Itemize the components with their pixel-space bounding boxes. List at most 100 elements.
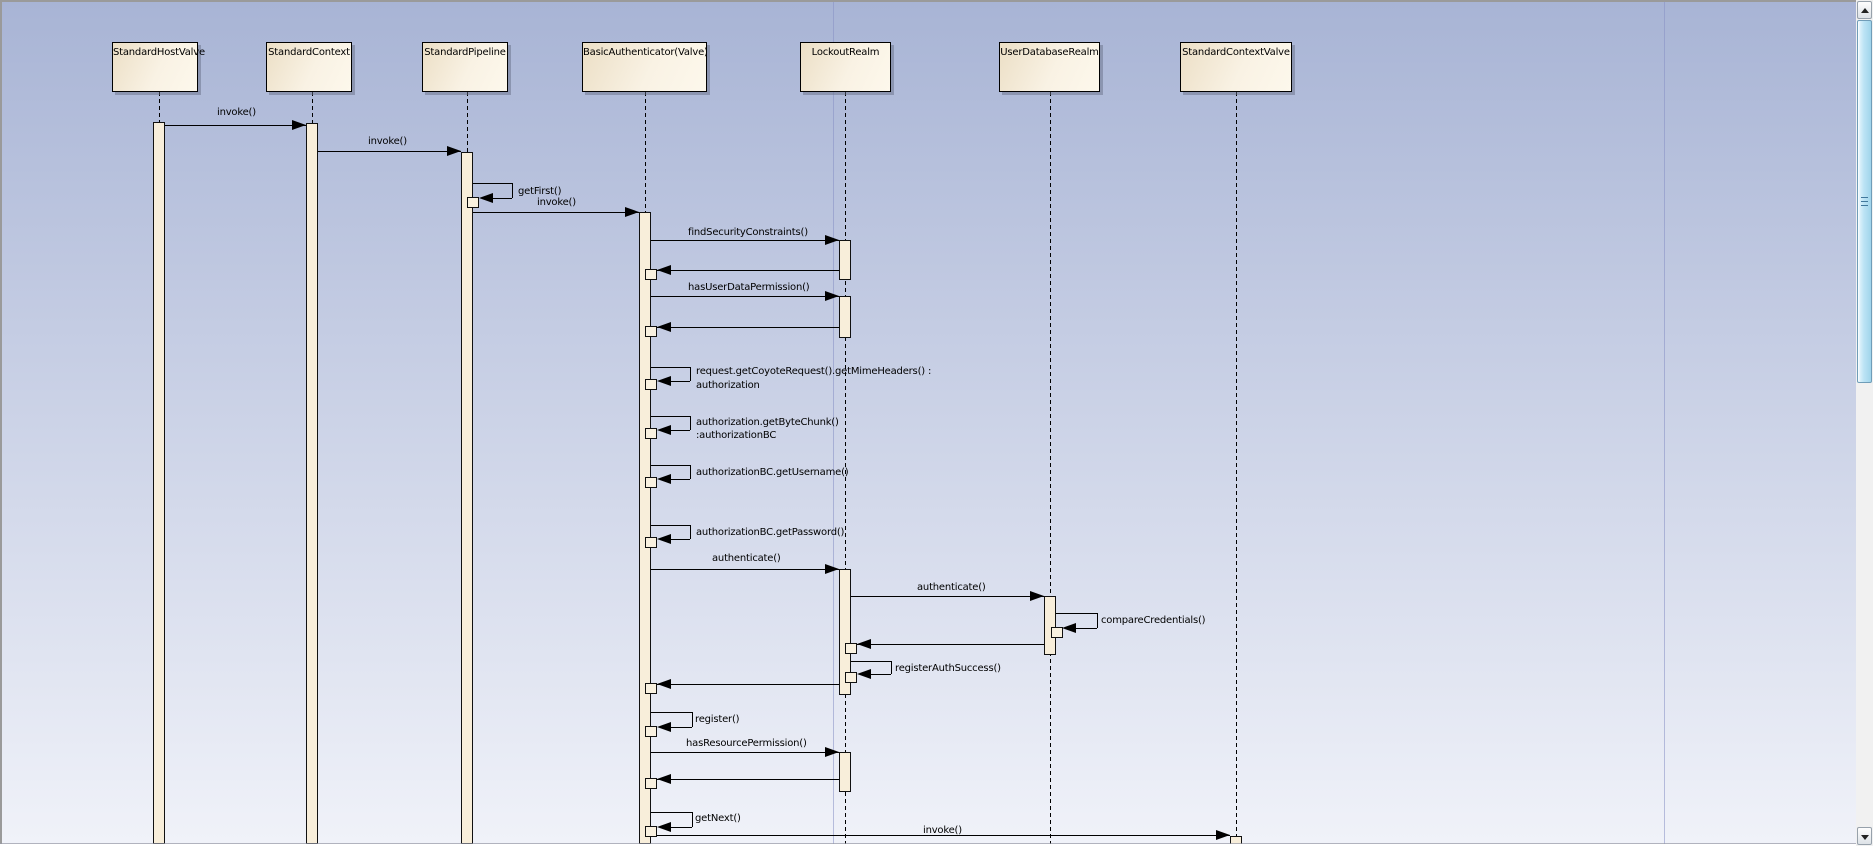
selfcall-top[interactable] — [651, 465, 690, 466]
message-line-invoke-2[interactable] — [318, 151, 461, 152]
thumb-grip — [1861, 197, 1868, 198]
return-line[interactable] — [857, 644, 1044, 645]
message-line-hasuserdatapermission[interactable] — [651, 296, 839, 297]
lifeline-userdatabaserealm[interactable] — [1050, 92, 1051, 844]
arrowhead — [857, 639, 871, 649]
arrowhead — [657, 534, 671, 544]
message-label[interactable]: invoke() — [368, 136, 407, 147]
nested-activation[interactable] — [645, 683, 657, 694]
message-label-line2[interactable]: :authorizationBC — [696, 430, 777, 441]
nested-activation[interactable] — [1051, 627, 1063, 638]
arrowhead — [657, 722, 671, 732]
message-line-invoke-3[interactable] — [473, 212, 639, 213]
classifier-box-standardcontext[interactable]: StandardContext — [266, 42, 352, 92]
message-label[interactable]: authenticate() — [917, 582, 986, 593]
canvas-top-border — [0, 0, 1873, 2]
message-label[interactable]: hasUserDataPermission() — [688, 282, 810, 293]
message-label[interactable]: authorizationBC.getUsername() — [696, 467, 849, 478]
selfcall-bottom — [1074, 628, 1097, 629]
arrowhead — [857, 669, 871, 679]
arrowhead — [825, 747, 839, 757]
selfcall-top[interactable] — [651, 712, 692, 713]
selfcall-getfirst-side — [512, 183, 513, 198]
return-line[interactable] — [657, 327, 839, 328]
message-label[interactable]: authorization.getByteChunk() — [696, 417, 839, 428]
scroll-up-button[interactable] — [1857, 1, 1872, 19]
message-line-authenticate-2[interactable] — [851, 596, 1044, 597]
return-line[interactable] — [657, 779, 839, 780]
nested-activation[interactable] — [645, 428, 657, 439]
selfcall-top[interactable] — [651, 367, 690, 368]
scroll-up-icon — [1861, 8, 1869, 13]
message-label[interactable]: getFirst() — [518, 186, 562, 197]
message-label[interactable]: getNext() — [695, 813, 741, 824]
nested-activation[interactable] — [645, 778, 657, 789]
activation-lockoutrealm-4[interactable] — [839, 752, 851, 792]
lifeline-standardcontextvalve[interactable] — [1236, 92, 1237, 844]
classifier-box-basicauthenticator[interactable]: BasicAuthenticator(Valve) — [582, 42, 708, 92]
classifier-box-standardpipeline[interactable]: StandardPipeline — [422, 42, 508, 92]
message-line-hasresourcepermission[interactable] — [651, 752, 839, 753]
activation-standardhostvalve[interactable] — [153, 122, 165, 844]
classifier-box-lockoutrealm[interactable]: LockoutRealm — [800, 42, 891, 92]
selfcall-side — [692, 712, 693, 727]
activation-lockoutrealm-3[interactable] — [839, 569, 851, 695]
message-label[interactable]: invoke() — [923, 825, 962, 836]
message-line-findsecurityconstraints[interactable] — [651, 240, 839, 241]
scrollbar-thumb[interactable] — [1857, 20, 1872, 383]
message-line-invoke-4[interactable] — [651, 835, 1230, 836]
vertical-scrollbar[interactable] — [1856, 0, 1873, 846]
message-label[interactable]: authenticate() — [712, 553, 781, 564]
activation-lockoutrealm-2[interactable] — [839, 296, 851, 338]
selfcall-top[interactable] — [651, 812, 692, 813]
activation-standardcontext[interactable] — [306, 123, 318, 844]
message-label[interactable]: registerAuthSuccess() — [895, 663, 1001, 674]
message-label[interactable]: register() — [695, 714, 740, 725]
selfcall-top[interactable] — [651, 416, 690, 417]
selfcall-side — [1097, 613, 1098, 628]
selfcall-top[interactable] — [651, 525, 690, 526]
nested-activation[interactable] — [645, 826, 657, 837]
selfcall-side — [891, 661, 892, 674]
nested-activation[interactable] — [645, 326, 657, 337]
selfcall-getfirst-top[interactable] — [473, 183, 512, 184]
message-label[interactable]: findSecurityConstraints() — [688, 227, 808, 238]
activation-standardpipeline[interactable] — [461, 152, 473, 844]
nested-activation[interactable] — [845, 672, 857, 683]
selfcall-side — [690, 525, 691, 539]
classifier-box-userdatabaserealm[interactable]: UserDatabaseRealm — [999, 42, 1100, 92]
selfcall-top[interactable] — [1056, 613, 1097, 614]
message-label[interactable]: invoke() — [217, 107, 256, 118]
nested-activation[interactable] — [645, 537, 657, 548]
message-label-line2[interactable]: authorization — [696, 380, 760, 391]
classifier-label: LockoutRealm — [811, 47, 880, 58]
activation-basicauthenticator[interactable] — [639, 212, 651, 844]
nested-activation[interactable] — [645, 477, 657, 488]
activation-lockoutrealm-1[interactable] — [839, 240, 851, 280]
nested-activation[interactable] — [845, 643, 857, 654]
arrowhead — [657, 425, 671, 435]
return-line[interactable] — [657, 684, 839, 685]
activation-userdatabaserealm[interactable] — [1044, 596, 1056, 655]
message-label[interactable]: request.getCoyoteRequest().getMimeHeader… — [696, 366, 932, 377]
message-line-invoke-1[interactable] — [165, 125, 306, 126]
selfcall-top[interactable] — [851, 661, 891, 662]
scroll-down-icon — [1861, 835, 1869, 840]
message-label[interactable]: invoke() — [537, 197, 576, 208]
lifeline-lockoutrealm[interactable] — [845, 92, 846, 844]
selfcall-bottom — [668, 727, 692, 728]
nested-activation[interactable] — [645, 379, 657, 390]
return-line[interactable] — [657, 270, 839, 271]
scroll-down-button[interactable] — [1857, 827, 1872, 845]
nested-activation[interactable] — [467, 197, 479, 208]
classifier-box-standardcontextvalve[interactable]: StandardContextValve — [1180, 42, 1292, 92]
nested-activation[interactable] — [645, 726, 657, 737]
message-line-authenticate-1[interactable] — [651, 569, 839, 570]
message-label[interactable]: authorizationBC.getPassword() — [696, 527, 845, 538]
classifier-box-standardhostvalve[interactable]: StandardHostValve — [112, 42, 205, 92]
classifier-label: StandardHostValve — [113, 47, 205, 58]
arrowhead — [657, 822, 671, 832]
nested-activation[interactable] — [645, 269, 657, 280]
message-label[interactable]: compareCredentials() — [1101, 615, 1206, 626]
message-label[interactable]: hasResourcePermission() — [686, 738, 807, 749]
